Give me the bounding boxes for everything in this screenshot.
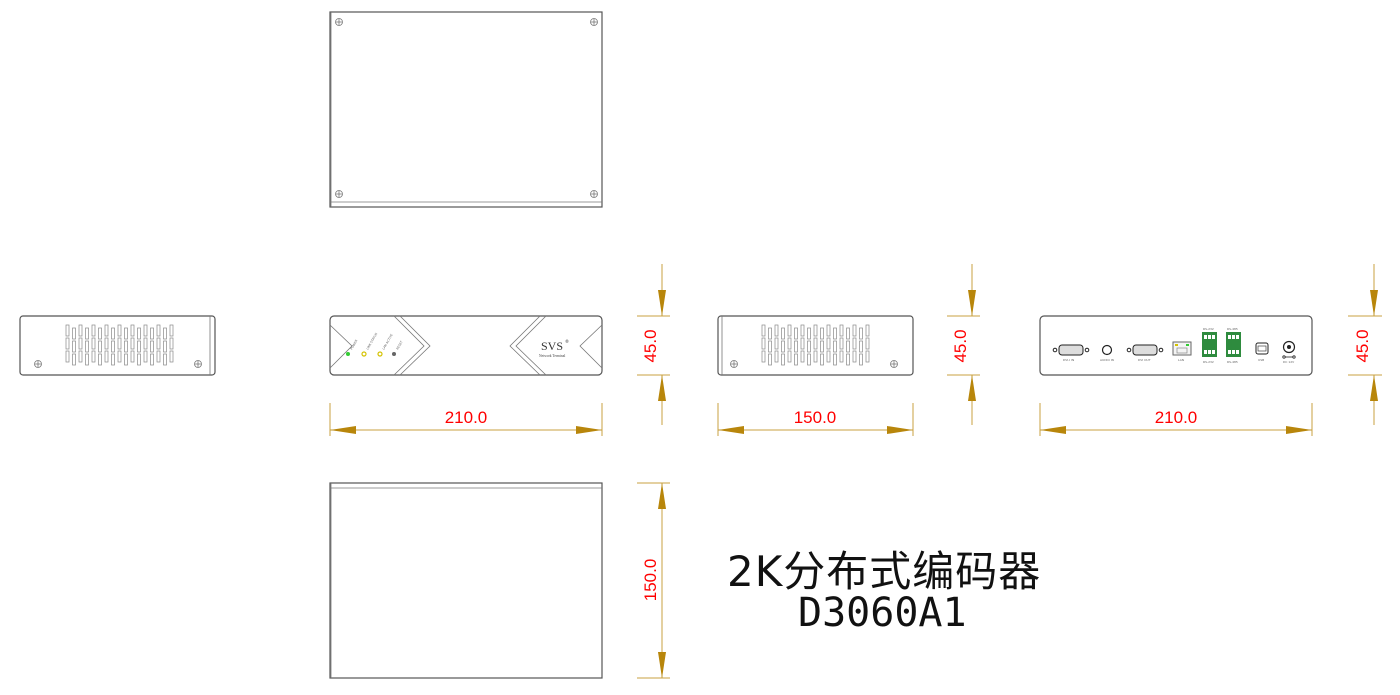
- brand-logo: SVS: [541, 339, 563, 353]
- screw-icon: [590, 18, 598, 26]
- front-view: POWER LINK STATUS LAN ACTIVE RESET SVS ®…: [329, 315, 603, 376]
- svg-text:RS-232: RS-232: [1203, 327, 1214, 331]
- svg-text:RS-485: RS-485: [1227, 360, 1238, 364]
- link-status-led: [361, 351, 367, 357]
- audio-in-jack[interactable]: AUDIO IN: [1100, 344, 1114, 363]
- top-view: [329, 11, 603, 208]
- svg-text:RS-485: RS-485: [1227, 327, 1238, 331]
- vent-slots: [65, 324, 174, 366]
- screw-icon: [194, 360, 202, 368]
- rs485-terminal[interactable]: RS-485 RS-485: [1226, 327, 1241, 364]
- svg-text:210.0: 210.0: [445, 408, 488, 427]
- model-number: D3060A1: [798, 590, 967, 636]
- lan-active-led: [377, 351, 383, 357]
- dc-power-jack[interactable]: DC 12V: [1282, 340, 1296, 365]
- power-led: [346, 352, 350, 356]
- svg-text:USB: USB: [1258, 358, 1264, 362]
- usb-port[interactable]: USB: [1255, 342, 1269, 362]
- svg-text:150.0: 150.0: [794, 408, 837, 427]
- screw-icon: [335, 18, 343, 26]
- dimension-rear-height: 45.0: [1348, 264, 1382, 425]
- svg-text:AUDIO IN: AUDIO IN: [1100, 358, 1114, 362]
- screw-icon: [590, 190, 598, 198]
- left-side-view: [19, 315, 216, 376]
- dvi-in-port[interactable]: DVI-I IN: [1052, 344, 1090, 362]
- screw-icon: [890, 360, 898, 368]
- screw-icon: [335, 190, 343, 198]
- svg-text:DVI-I IN: DVI-I IN: [1063, 358, 1074, 362]
- dimension-front-width: 210.0: [329, 403, 603, 436]
- dimension-rear-width: 210.0: [1039, 403, 1313, 436]
- svg-text:LAN: LAN: [1178, 358, 1184, 362]
- dimension-bottom-depth: 150.0: [637, 482, 670, 679]
- lan-port[interactable]: LAN: [1172, 341, 1192, 362]
- dimension-front-height: 45.0: [637, 264, 670, 425]
- rs232-terminal[interactable]: RS-232 RS-232: [1202, 327, 1217, 364]
- svg-text:DC 12V: DC 12V: [1283, 360, 1295, 364]
- svg-text:DVI OUT: DVI OUT: [1138, 358, 1151, 362]
- brand-subtitle: Network Terminal: [539, 354, 565, 358]
- dimension-side-height: 45.0: [947, 264, 980, 425]
- svg-text:210.0: 210.0: [1155, 408, 1198, 427]
- svg-text:45.0: 45.0: [641, 329, 660, 362]
- right-side-view: [717, 315, 914, 376]
- reset-label: RESET: [395, 340, 403, 350]
- bottom-view: [329, 482, 603, 679]
- brand-registered-mark: ®: [565, 339, 569, 344]
- vent-slots: [761, 324, 870, 366]
- power-label: POWER: [349, 339, 358, 351]
- svg-text:150.0: 150.0: [641, 559, 660, 602]
- svg-text:45.0: 45.0: [1353, 329, 1372, 362]
- rear-view: DVI-I IN AUDIO IN DVI OUT LAN RS-232: [1039, 315, 1313, 376]
- reset-button[interactable]: [392, 352, 396, 356]
- svg-text:RS-232: RS-232: [1203, 360, 1214, 364]
- product-name: 2K分布式编码器: [727, 547, 1042, 596]
- screw-icon: [34, 360, 42, 368]
- dvi-out-port[interactable]: DVI OUT: [1126, 344, 1164, 362]
- screw-icon: [730, 360, 738, 368]
- svg-text:45.0: 45.0: [951, 329, 970, 362]
- dimension-side-depth: 150.0: [717, 403, 914, 436]
